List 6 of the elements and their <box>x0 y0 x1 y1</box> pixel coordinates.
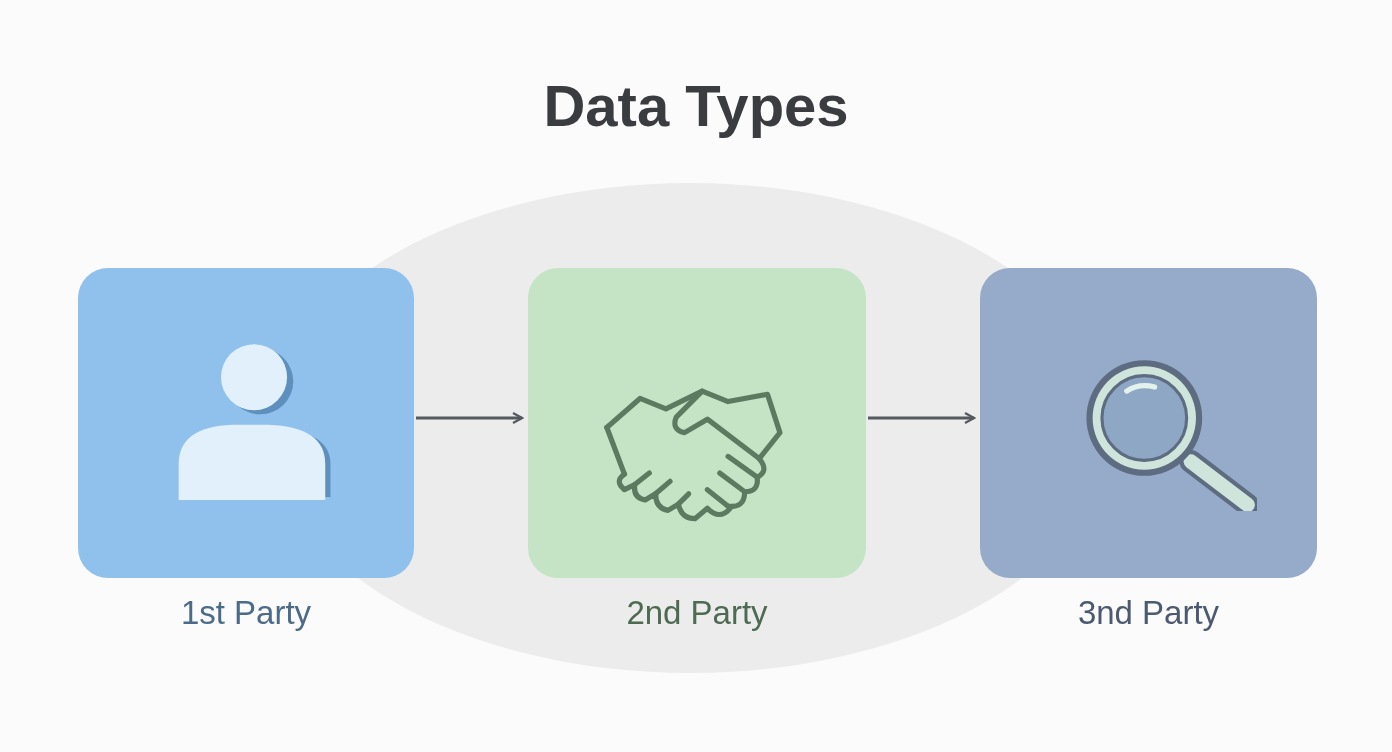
party-label: 1st Party <box>180 594 312 632</box>
arrow <box>416 411 524 425</box>
arrow <box>868 411 976 425</box>
party-label: 3nd Party <box>1077 594 1220 632</box>
title: Data Types <box>543 72 849 139</box>
party-label: 2nd Party <box>626 594 768 632</box>
